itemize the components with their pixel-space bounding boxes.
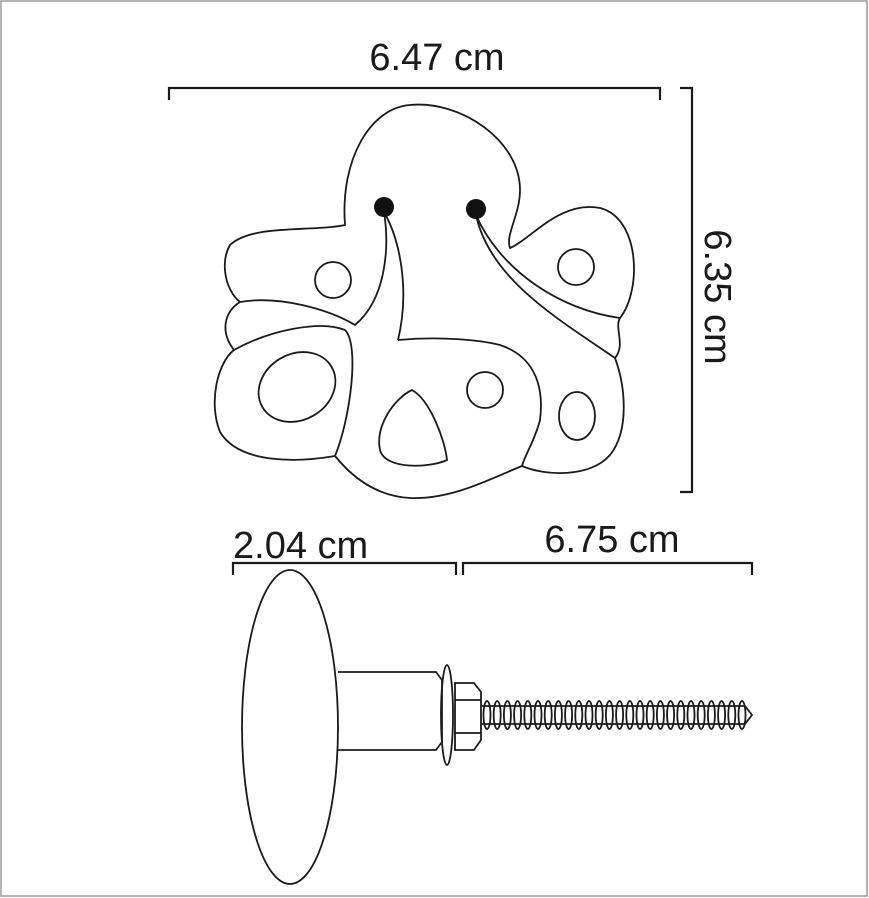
- width-dimension: 6.47 cm: [167, 37, 662, 100]
- right-eye: [466, 199, 486, 219]
- screw-thread: [696, 700, 706, 730]
- height-label: 6.35 cm: [696, 229, 738, 364]
- screw-thread: [645, 700, 655, 730]
- screw-thread: [656, 700, 665, 730]
- screw-thread: [482, 700, 492, 730]
- screw-thread: [574, 700, 584, 730]
- knob-depth-dimension: 2.04 cm: [231, 525, 458, 575]
- screw-thread: [605, 700, 614, 730]
- screw-thread: [737, 700, 747, 730]
- octopus-outline: [213, 103, 635, 499]
- flange: [440, 664, 454, 766]
- screw-thread: [584, 700, 594, 730]
- nut: [454, 682, 482, 751]
- right-tentacle-line: [475, 214, 616, 359]
- screw-thread: [717, 700, 726, 730]
- screw-thread: [635, 700, 645, 730]
- screw-thread: [594, 700, 604, 730]
- screw-thread: [513, 700, 522, 730]
- screw: [482, 700, 754, 730]
- screw-thread: [554, 700, 563, 730]
- knob-side-view: [241, 569, 754, 885]
- knob-depth-label: 2.04 cm: [233, 525, 368, 567]
- knob-neck: [338, 671, 443, 751]
- octopus-front-view: [213, 103, 635, 499]
- width-label: 6.47 cm: [369, 37, 504, 79]
- screw-thread: [727, 700, 737, 730]
- left-eye: [374, 197, 394, 217]
- screw-thread: [625, 700, 635, 730]
- height-dimension: 6.35 cm: [680, 86, 738, 494]
- left-tentacle-line: [383, 211, 405, 341]
- screw-thread: [707, 700, 716, 730]
- screw-thread: [686, 700, 696, 730]
- screw-thread: [676, 700, 686, 730]
- screw-length-dimension: 6.75 cm: [461, 519, 754, 575]
- screw-thread: [533, 700, 543, 730]
- screw-thread: [502, 700, 512, 730]
- screw-thread: [543, 700, 553, 730]
- screw-thread: [615, 700, 624, 730]
- screw-length-label: 6.75 cm: [544, 519, 679, 561]
- knob-head: [241, 569, 339, 885]
- screw-thread: [492, 700, 502, 730]
- screw-thread: [523, 700, 533, 730]
- screw-thread: [564, 700, 573, 730]
- screw-thread: [666, 700, 675, 730]
